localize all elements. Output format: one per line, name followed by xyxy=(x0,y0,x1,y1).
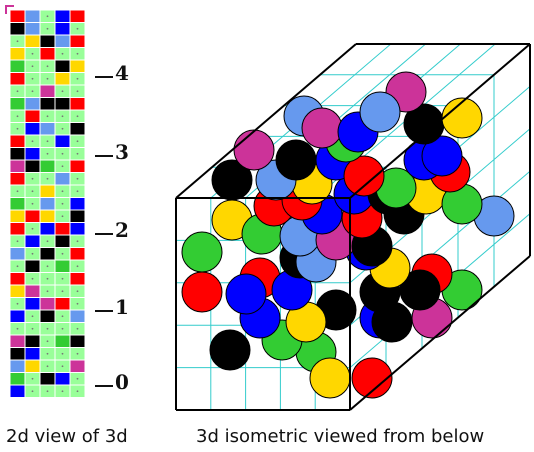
grid-cell-dot xyxy=(61,152,64,155)
grid-cell-dot xyxy=(16,90,19,93)
grid-cell-dot xyxy=(16,115,19,118)
grid-cell-dot xyxy=(61,365,64,368)
grid-cell-dot xyxy=(76,302,79,305)
cube-edge xyxy=(175,43,357,199)
grid-cell-dot xyxy=(16,327,19,330)
grid-cell-dot xyxy=(76,290,79,293)
grid-cell-dot xyxy=(46,27,49,30)
grid-cell-dot xyxy=(61,315,64,318)
grid-cell-dot xyxy=(76,152,79,155)
grid-cell-dot xyxy=(31,140,34,143)
grid-cell-dot xyxy=(76,140,79,143)
sphere xyxy=(181,271,223,313)
grid-cell-dot xyxy=(76,115,79,118)
grid-cell-dot xyxy=(31,277,34,280)
grid-cell-dot xyxy=(31,190,34,193)
grid-cell-dot xyxy=(61,52,64,55)
grid-cell-dot xyxy=(46,65,49,68)
grid-cell-dot xyxy=(46,327,49,330)
grid-cell-dot xyxy=(31,252,34,255)
cube-edge xyxy=(349,255,531,411)
grid-cell-dot xyxy=(16,302,19,305)
grid-cell-dot xyxy=(31,177,34,180)
grid-cell-dot xyxy=(61,165,64,168)
grid-cell-dot xyxy=(31,390,34,393)
grid-cell-dot xyxy=(76,352,79,355)
grid-cell-dot xyxy=(61,327,64,330)
right-caption: 3d isometric viewed from below xyxy=(196,426,485,447)
grid-cell-dot xyxy=(76,190,79,193)
sphere xyxy=(211,159,253,201)
grid-cell-dot xyxy=(31,65,34,68)
grid-cell-dot xyxy=(31,52,34,55)
sphere xyxy=(301,107,343,149)
grid-cell-dot xyxy=(61,190,64,193)
sphere xyxy=(275,139,317,181)
grid-cell-dot xyxy=(46,77,49,80)
grid-cell-dot xyxy=(46,115,49,118)
grid-cell-dot xyxy=(16,127,19,130)
grid-cell-dot xyxy=(31,77,34,80)
grid-cell-dot xyxy=(76,52,79,55)
grid-cell-dot xyxy=(76,77,79,80)
grid-cell-dot xyxy=(61,115,64,118)
grid-cell-dot xyxy=(76,327,79,330)
sphere xyxy=(343,155,385,197)
grid-cell-dot xyxy=(46,290,49,293)
grid-cell-dot xyxy=(16,265,19,268)
grid-cell-dot xyxy=(46,277,49,280)
sphere xyxy=(181,231,223,273)
grid-cell-dot xyxy=(31,377,34,380)
grid-cell-dot xyxy=(16,40,19,43)
grid-cell-dot xyxy=(31,315,34,318)
grid-corner-mark xyxy=(5,5,14,14)
grid-cell-dot xyxy=(61,252,64,255)
sphere xyxy=(359,91,401,133)
grid-cell-dot xyxy=(76,240,79,243)
grid-cell-dot xyxy=(61,127,64,130)
grid-cell-dot xyxy=(46,177,49,180)
sphere xyxy=(309,357,351,399)
grid-cell-dot xyxy=(76,90,79,93)
grid-cell-dot xyxy=(16,240,19,243)
grid-cell-dot xyxy=(31,202,34,205)
grid-cell-dot xyxy=(61,202,64,205)
grid-cell-dot xyxy=(61,290,64,293)
left-caption: 2d view of 3d xyxy=(6,426,128,447)
grid-cell-dot xyxy=(76,265,79,268)
cube-edge xyxy=(349,43,531,199)
grid-cell-dot xyxy=(46,352,49,355)
sphere xyxy=(351,357,393,399)
grid-cell-dot xyxy=(61,352,64,355)
grid-cell-dot xyxy=(31,327,34,330)
grid-cell-dot xyxy=(31,227,34,230)
sphere xyxy=(225,273,267,315)
grid-cell-dot xyxy=(76,390,79,393)
grid-cell-dot xyxy=(61,390,64,393)
sphere xyxy=(421,135,463,177)
grid-cell-dot xyxy=(61,90,64,93)
grid-cell-dot xyxy=(46,140,49,143)
grid-cell-dot xyxy=(76,177,79,180)
grid-cell-dot xyxy=(46,15,49,18)
grid-cell-dot xyxy=(46,240,49,243)
grid-cell-dot xyxy=(46,152,49,155)
grid-cell-dot xyxy=(76,377,79,380)
sphere xyxy=(441,97,483,139)
grid-cell-dot xyxy=(46,265,49,268)
grid-cell-dot xyxy=(46,340,49,343)
grid-cell-dot xyxy=(46,390,49,393)
grid-cell-dot xyxy=(16,190,19,193)
grid-cell-dot xyxy=(31,90,34,93)
grid-cell-dot xyxy=(61,215,64,218)
grid-cell-dot xyxy=(61,277,64,280)
grid-2d-view xyxy=(5,5,86,398)
sphere xyxy=(233,129,275,171)
sphere xyxy=(209,329,251,371)
grid-cell-dot xyxy=(46,365,49,368)
grid-cell-dot xyxy=(76,27,79,30)
